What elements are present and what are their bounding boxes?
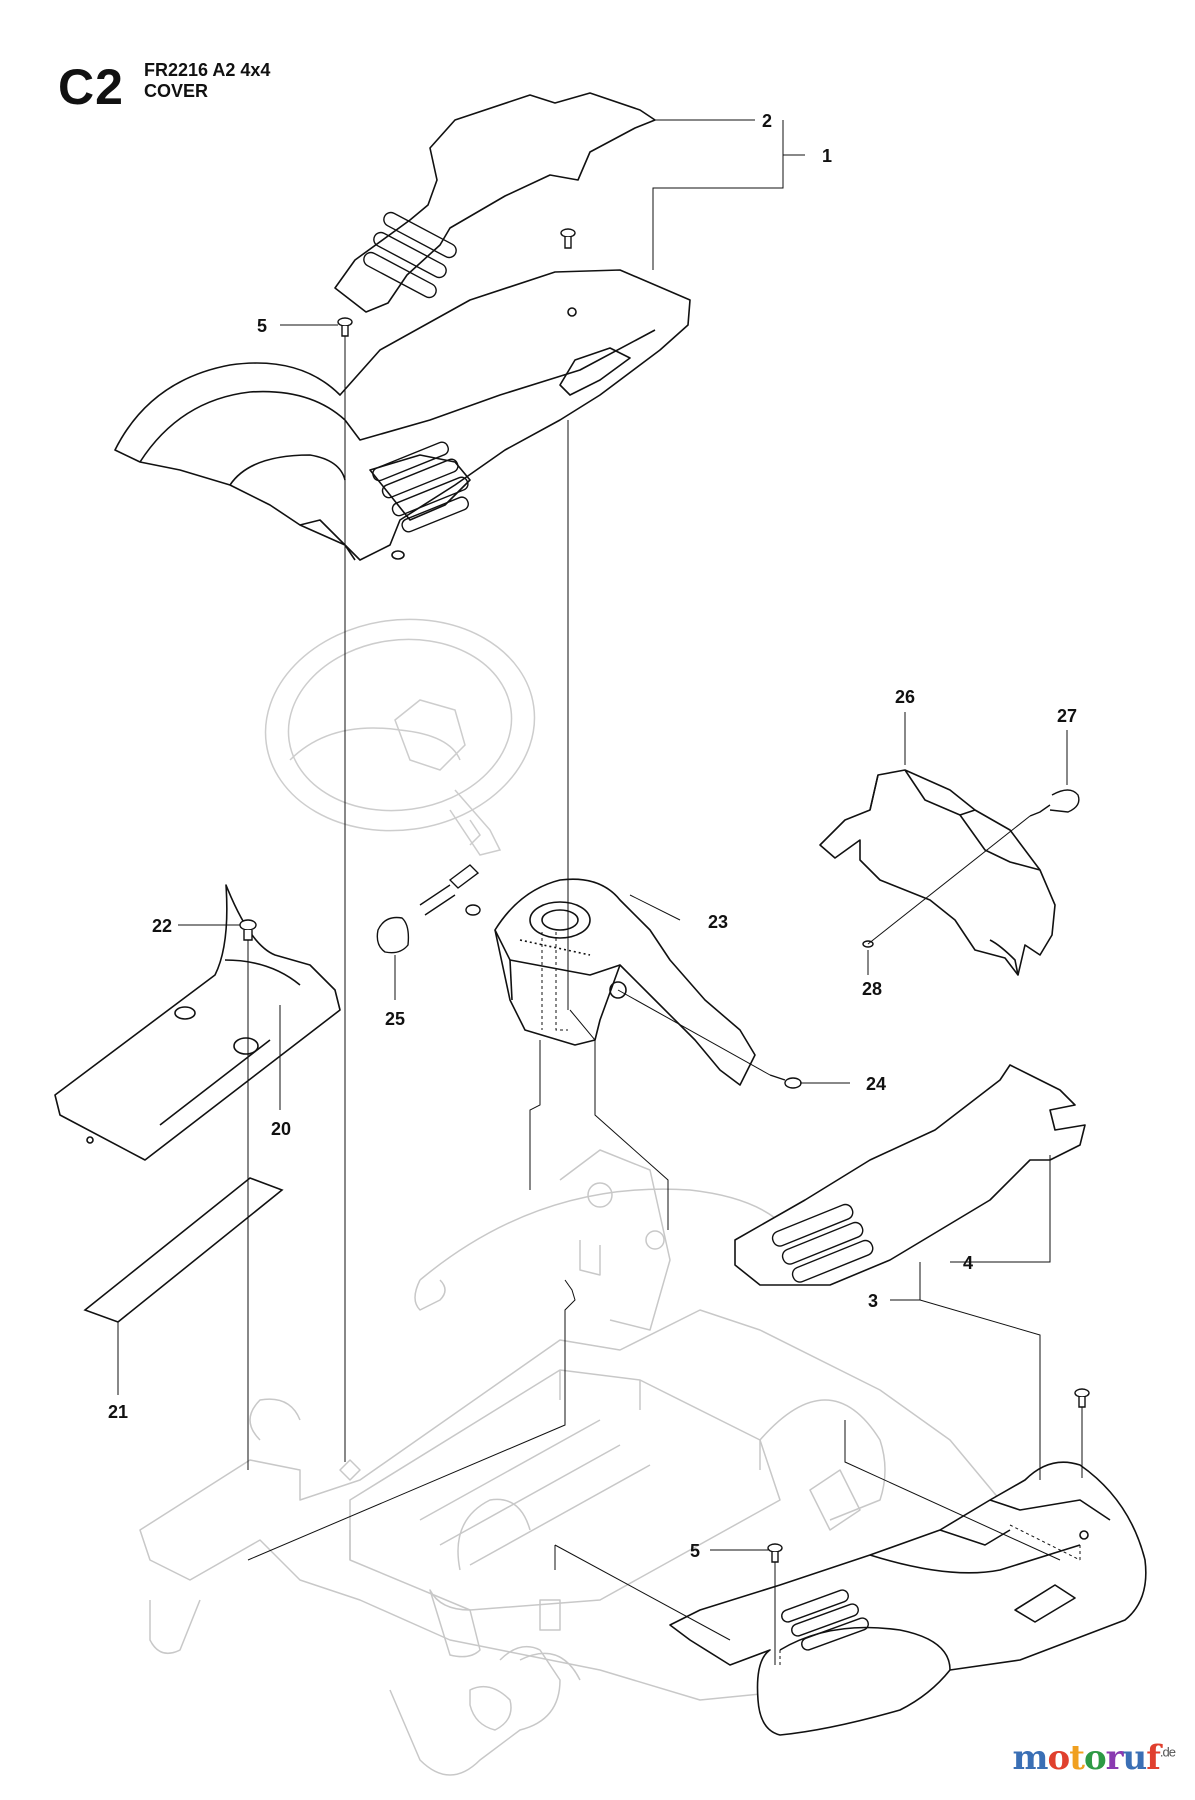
nut-23	[465, 904, 481, 916]
screw-top-right	[560, 228, 576, 249]
group-name: COVER	[144, 81, 209, 101]
callout-label: 20	[271, 1119, 291, 1139]
brand-name: motoruf	[1012, 1738, 1161, 1778]
screw-22	[239, 919, 257, 941]
callout-label: 4	[963, 1253, 973, 1273]
callout-label: 28	[862, 979, 882, 999]
brand-letter: u	[1122, 1738, 1148, 1778]
model-title: FR2216 A2 4x4 COVER	[144, 60, 270, 102]
brand-letter: o	[1047, 1738, 1071, 1778]
part-4-mat	[734, 1064, 1086, 1286]
brand-watermark: motoruf.de	[1012, 1738, 1176, 1778]
screw-5-top	[337, 317, 353, 337]
part-23-console	[494, 878, 756, 1086]
brand-letter: m	[1012, 1738, 1049, 1778]
section-code: C2	[58, 59, 124, 115]
callout-label: 21	[108, 1402, 128, 1422]
leader-24-axis	[617, 989, 771, 1076]
part-26-side-shield	[819, 769, 1056, 976]
callout-label: 5	[257, 316, 267, 336]
callout-label: 5	[690, 1541, 700, 1561]
callout-label: 27	[1057, 706, 1077, 726]
brand-letter: o	[1083, 1738, 1107, 1778]
steering-wheel-background	[264, 618, 536, 856]
callout-label: 26	[895, 687, 915, 707]
callout-label: 2	[762, 111, 772, 131]
part-25-knob	[376, 864, 480, 954]
model-number: FR2216 A2 4x4	[144, 60, 271, 80]
brand-suffix: .de	[1159, 1744, 1176, 1760]
callout-leaders	[117, 119, 1068, 1551]
callout-label: 1	[822, 146, 832, 166]
screw-5-bottom	[767, 1543, 783, 1563]
callout-label: 23	[708, 912, 728, 932]
leader-28-27	[867, 815, 1031, 945]
callout-label: 25	[385, 1009, 405, 1029]
brand-letter: t	[1069, 1738, 1085, 1778]
part-2-mat	[334, 92, 656, 313]
part-21-strip	[83, 1177, 284, 1323]
screw-rear-right	[1074, 1388, 1090, 1408]
callout-label: 24	[866, 1074, 886, 1094]
part-3-rear-cover	[669, 1461, 1147, 1736]
callout-label: 22	[152, 916, 172, 936]
brand-letter: r	[1105, 1738, 1124, 1778]
part-27-pin	[1029, 789, 1080, 817]
assembly-lines	[247, 336, 1083, 1665]
chassis-frame-background	[139, 1149, 1031, 1776]
part-24-screw	[769, 1074, 802, 1089]
callout-numbers: 2 1 5 26 27 22 23 25 28 24 20 4 3 21 5	[108, 111, 1077, 1561]
part-1-front-cover	[114, 269, 691, 561]
callout-label: 3	[868, 1291, 878, 1311]
brand-letter: f	[1146, 1738, 1161, 1778]
part-20-left-panel	[54, 884, 341, 1161]
